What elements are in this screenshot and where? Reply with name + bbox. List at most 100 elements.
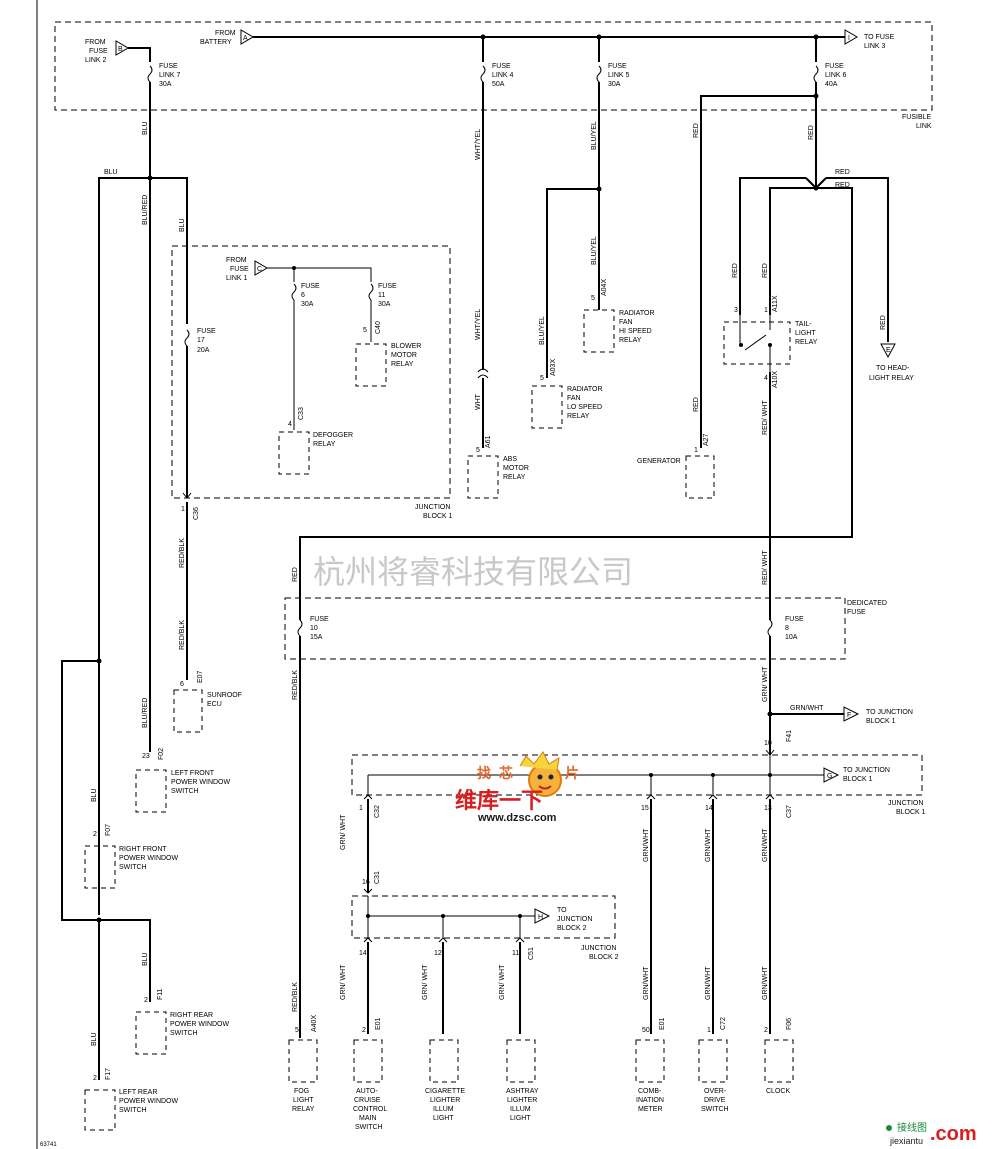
svg-text:MOTOR: MOTOR xyxy=(503,465,529,472)
chinese-watermark: 杭州将睿科技有限公司 xyxy=(313,553,633,591)
svg-text:SWITCH: SWITCH xyxy=(355,1124,383,1131)
connector-id: A27 xyxy=(703,433,710,446)
svg-text:接线图: 接线图 xyxy=(897,1121,927,1134)
wire-color: BLU xyxy=(142,952,149,966)
svg-text:FUSE: FUSE xyxy=(378,283,397,290)
wire-color: BLU/RED xyxy=(142,195,149,225)
svg-text:TO FUSE: TO FUSE xyxy=(864,34,895,41)
connector-id: C32 xyxy=(374,805,381,818)
cigarette-lighter-illum-light: CIGARETTE LIGHTER ILLUM LIGHT xyxy=(425,1039,465,1122)
pin: 16 xyxy=(362,879,370,886)
wire xyxy=(128,47,151,62)
connector-id: F17 xyxy=(105,1068,112,1080)
to-headlight-relay-connector: E TO HEAD- LIGHT RELAY xyxy=(869,343,914,382)
wire xyxy=(826,177,889,342)
svg-text:RELAY: RELAY xyxy=(391,361,414,368)
pin: 11 xyxy=(512,950,519,957)
svg-text:HI SPEED: HI SPEED xyxy=(619,328,652,335)
svg-text:17: 17 xyxy=(197,337,205,344)
fuse-link-7: FUSE LINK 7 30A xyxy=(147,63,181,88)
from-battery-connector: FROM BATTERY A xyxy=(200,29,254,46)
pin: 14 xyxy=(359,950,367,957)
to-junction-block-1-g-connector: G TO JUNCTION BLOCK 1 xyxy=(823,767,890,783)
svg-text:TO JUNCTION: TO JUNCTION xyxy=(866,709,913,716)
svg-text:30A: 30A xyxy=(301,301,314,308)
wire-color: RED xyxy=(835,169,850,176)
wire-color: RED/BLK xyxy=(179,538,186,568)
fuse-link-4: FUSE LINK 4 50A xyxy=(480,63,514,88)
svg-text:FUSE: FUSE xyxy=(89,48,108,55)
wire-color: GRN/ WHT xyxy=(762,666,769,702)
wire-color: RED xyxy=(732,263,739,278)
svg-text:LINK 4: LINK 4 xyxy=(492,72,514,79)
wire-color: GRN/ WHT xyxy=(340,814,347,850)
svg-text:SWITCH: SWITCH xyxy=(171,788,199,795)
defogger-relay: DEFOGGER RELAY xyxy=(278,431,353,475)
junction-block-1-lower-label-2: BLOCK 1 xyxy=(896,809,926,816)
right-front-power-window-switch: RIGHT FRONT POWER WINDOW SWITCH xyxy=(84,845,178,889)
svg-text:JUNCTION: JUNCTION xyxy=(557,916,592,923)
wire xyxy=(267,267,372,282)
wire xyxy=(99,919,151,1002)
svg-text:FUSE: FUSE xyxy=(310,616,329,623)
svg-text:15A: 15A xyxy=(310,634,323,641)
svg-text:11: 11 xyxy=(378,292,385,299)
connector-arrow xyxy=(182,492,192,499)
svg-text:ILLUM: ILLUM xyxy=(433,1106,454,1113)
wire xyxy=(700,95,816,448)
connector-arrow xyxy=(515,937,525,943)
svg-text:FUSE: FUSE xyxy=(159,63,178,70)
pin: 50 xyxy=(642,1027,650,1034)
svg-text:40A: 40A xyxy=(825,81,838,88)
junction-dot xyxy=(366,914,370,918)
pin: 10 xyxy=(764,740,772,747)
wire xyxy=(150,177,188,324)
pin: 5 xyxy=(295,1027,299,1034)
svg-text:RIGHT FRONT: RIGHT FRONT xyxy=(119,846,167,853)
to-fuse-link-3-connector: I TO FUSE LINK 3 xyxy=(844,29,895,50)
junction-block-1-label-2: BLOCK 1 xyxy=(423,513,453,520)
pin: 1 xyxy=(764,307,768,314)
connector-id: F41 xyxy=(786,730,793,742)
sunroof-ecu: SUNROOF ECU xyxy=(173,689,242,733)
wire-color: GRN/WHT xyxy=(705,966,712,1000)
generator: GENERATOR xyxy=(637,455,715,499)
connector-id: A03X xyxy=(550,359,557,376)
fusible-link-label-1: FUSIBLE xyxy=(902,114,932,121)
fuse-6: FUSE 6 30A xyxy=(291,283,320,308)
wire-color: BLU/YEL xyxy=(591,121,598,150)
pin: 5 xyxy=(540,375,544,382)
pin: 2 xyxy=(144,997,148,1004)
connector-id: F02 xyxy=(158,748,165,760)
wire-color: RED/ WHT xyxy=(762,550,769,585)
svg-text:LIGHT: LIGHT xyxy=(510,1115,531,1122)
svg-text:INATION: INATION xyxy=(636,1097,664,1104)
wire-color: GRN/WHT xyxy=(790,705,824,712)
svg-text:POWER WINDOW: POWER WINDOW xyxy=(171,779,230,786)
svg-text:SWITCH: SWITCH xyxy=(119,1107,147,1114)
svg-text:RELAY: RELAY xyxy=(795,339,818,346)
svg-text:ILLUM: ILLUM xyxy=(510,1106,531,1113)
svg-text:SWITCH: SWITCH xyxy=(170,1030,198,1037)
junction-block-1-lower xyxy=(351,754,923,796)
connector-id: C72 xyxy=(720,1017,727,1030)
svg-text:LINK 1: LINK 1 xyxy=(226,275,248,282)
svg-text:芯: 芯 xyxy=(499,765,513,782)
left-rear-power-window-switch: LEFT REAR POWER WINDOW SWITCH xyxy=(84,1089,178,1131)
wire xyxy=(805,177,817,189)
svg-text:找: 找 xyxy=(477,765,491,782)
svg-text:50A: 50A xyxy=(492,81,505,88)
connector-arrow xyxy=(363,794,373,800)
left-front-power-window-switch: LEFT FRONT POWER WINDOW SWITCH xyxy=(135,769,230,813)
fuse-11: FUSE 11 30A xyxy=(368,283,397,308)
connector-arrow xyxy=(765,794,775,800)
pin: 4 xyxy=(288,421,292,428)
wire-color: BLU xyxy=(179,218,186,232)
svg-text:.com: .com xyxy=(930,1123,977,1145)
pin: 13 xyxy=(764,805,772,812)
pin: 5 xyxy=(363,327,367,334)
svg-text:METER: METER xyxy=(638,1106,663,1113)
dedicated-fuse-label-1: DEDICATED xyxy=(847,600,887,607)
pin: 2 xyxy=(93,831,97,838)
svg-text:DEFOGGER: DEFOGGER xyxy=(313,432,353,439)
